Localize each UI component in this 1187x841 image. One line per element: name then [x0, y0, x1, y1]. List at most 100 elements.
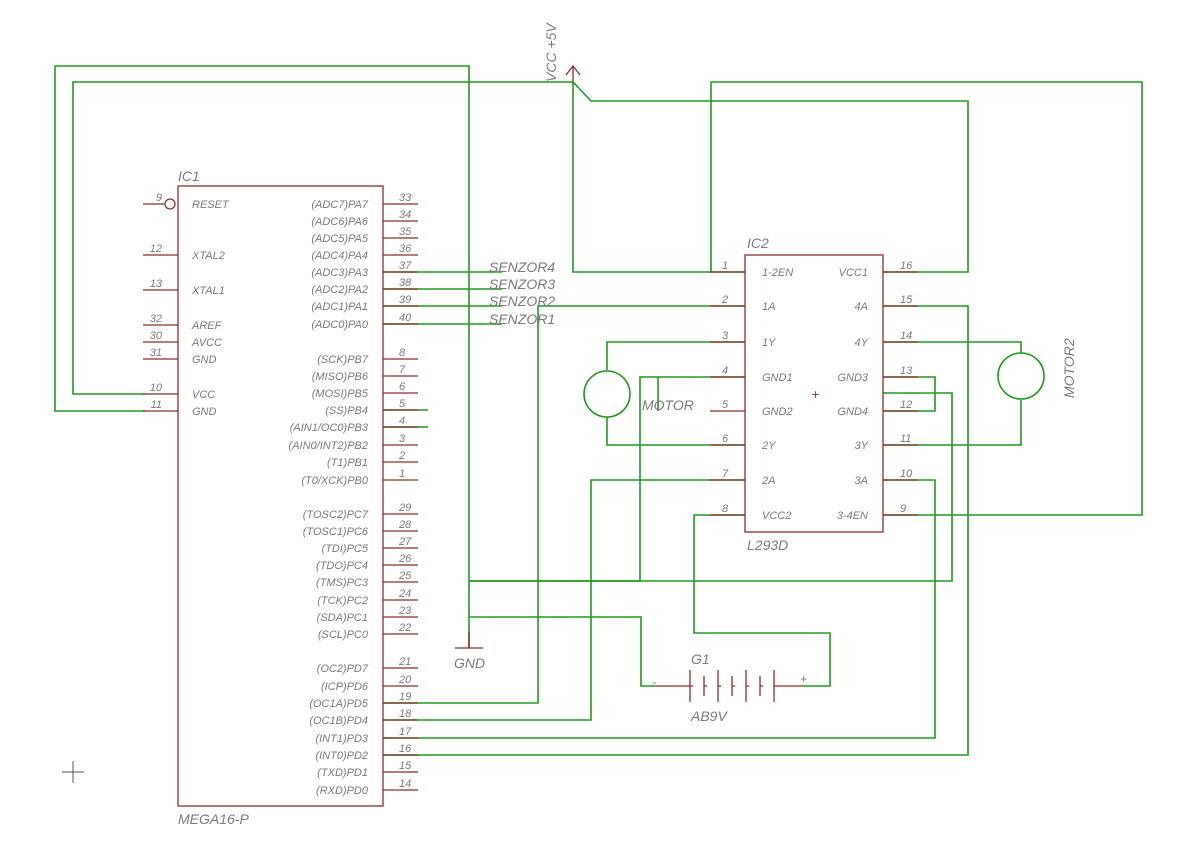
- ic1-pin-number: 13: [150, 278, 163, 290]
- ic1-pin-number: 4: [399, 415, 405, 427]
- ic2-value: L293D: [747, 537, 788, 553]
- battery-g1: G1 AB9V - +: [652, 651, 807, 724]
- ic1-pin-label: (TOSC1)PC6: [303, 526, 369, 538]
- ic1-pin-number: 18: [399, 708, 412, 720]
- ic1-pin-number: 35: [399, 226, 412, 238]
- ic1-name: IC1: [178, 168, 200, 184]
- ic1-pin-label: AVCC: [191, 337, 222, 349]
- ic1-pin-label: (MISO)PB6: [312, 371, 369, 383]
- motor1-symbol: [583, 370, 631, 418]
- ic1-pin-number: 14: [399, 778, 411, 790]
- sensor-labels: SENZOR4 SENZOR3 SENZOR2 SENZOR1: [489, 259, 555, 327]
- ic1-pin-number: 17: [399, 726, 412, 738]
- ic1-pin-number: 6: [399, 381, 406, 393]
- ic1-pin-number: 25: [398, 570, 412, 582]
- ic1-pin-label: (TDI)PC5: [322, 543, 369, 555]
- ic1-pin-number: 33: [399, 192, 412, 204]
- ic1-pin-number: 19: [399, 691, 411, 703]
- ic2-pin-number: 5: [722, 399, 729, 411]
- wire-vcc-to-l293d-en12: [572, 82, 745, 273]
- ic2-pin-label: 3A: [855, 475, 868, 487]
- ic1-pin-label: (TXD)PD1: [317, 767, 368, 779]
- ic2-pin-number: 10: [900, 468, 913, 480]
- ic1-pin-number: 27: [398, 536, 412, 548]
- ic1-pin-label: (ICP)PD6: [321, 681, 369, 693]
- ic2-pin-label: VCC2: [762, 510, 791, 522]
- wire-3y-to-motor2: [883, 400, 1022, 446]
- ic2-pin-number: 7: [722, 468, 729, 480]
- ic2-pin-number: 8: [722, 503, 729, 515]
- ic2-pin-number: 12: [900, 399, 912, 411]
- ic2-pin-number: 9: [900, 503, 906, 515]
- ic1-pin-label: (TOSC2)PC7: [303, 509, 369, 521]
- ic2-pin-number: 6: [722, 433, 729, 445]
- reset-inversion-bubble: [164, 198, 176, 210]
- wire-pd5-to-1a: [383, 305, 745, 704]
- ic1-pin-label: (AIN1/OC0)PB3: [290, 422, 369, 434]
- ic1-pin-label: (ADC2)PA2: [311, 284, 368, 296]
- gnd-symbol: GND: [454, 632, 485, 671]
- ic1-pin-number: 39: [399, 294, 411, 306]
- ic1-pin-label: (INT1)PD3: [315, 733, 368, 745]
- ic2-pin-label: GND2: [762, 406, 793, 418]
- ic1-pin-label: (SS)PB4: [325, 405, 368, 417]
- wire-vcc-to-ic1-vcc: [72, 81, 573, 395]
- ic1-pin-number: 21: [398, 656, 411, 668]
- ic1-pin-label: (ADC7)PA7: [311, 199, 369, 211]
- ic2-pin-label: 2Y: [761, 440, 776, 452]
- ic1-pin-number: 30: [150, 330, 163, 342]
- wire-battery-plus-to-vcc2: [693, 514, 831, 687]
- ic2-pin-number: 14: [900, 330, 912, 342]
- ic2-pin-label: 2A: [761, 475, 775, 487]
- ic2-pin-label: 3-4EN: [837, 510, 868, 522]
- ic1-pin-number: 40: [399, 312, 412, 324]
- ic1-pin-label: (RXD)PD0: [316, 785, 369, 797]
- wires: [54, 65, 1143, 756]
- ic1-pin-label: (ADC5)PA5: [311, 233, 369, 245]
- ic2-name: IC2: [747, 235, 769, 251]
- ic1-pin-label: (ADC1)PA1: [311, 301, 368, 313]
- ic1-pin-number: 24: [398, 588, 411, 600]
- ic2-pin-number: 15: [900, 294, 913, 306]
- ic2-pin-number: 3: [722, 330, 729, 342]
- wire-4y-to-motor2: [883, 341, 1022, 353]
- ic1-pin-label: (OC1A)PD5: [309, 698, 369, 710]
- ic1-pin-number: 15: [399, 760, 412, 772]
- senzor3-label: SENZOR3: [489, 276, 555, 292]
- ic1-pin-label: (OC2)PD7: [317, 663, 369, 675]
- vcc-label: VCC +5V: [543, 22, 559, 82]
- wire-2y-to-motor1: [606, 417, 745, 446]
- ic1-pin-number: 3: [399, 433, 406, 445]
- vcc-supply-symbol: VCC +5V: [543, 22, 581, 82]
- ic1-pin-number: 10: [150, 382, 163, 394]
- ic1-pin-label: (MOSI)PB5: [312, 388, 369, 400]
- origin-crosshair: [62, 761, 84, 783]
- battery-name: G1: [691, 651, 710, 667]
- ic2-pin-label: GND4: [837, 406, 868, 418]
- ic1-body: [177, 185, 384, 807]
- ic2-pin-label: 1-2EN: [762, 267, 793, 279]
- motor2-label: MOTOR2: [1061, 338, 1077, 398]
- motor2-symbol: [997, 352, 1045, 400]
- wire-gnd-to-l293d-grounds: [469, 376, 745, 582]
- wire-gnd-to-ic1-gnd: [54, 65, 470, 648]
- wire-vcc-to-l293d-vcc1: [572, 81, 969, 273]
- ic1-pin-label: (ADC6)PA6: [311, 216, 369, 228]
- ic1-pin-label: (ADC4)PA4: [311, 250, 368, 262]
- ic1-pin-number: 36: [399, 243, 412, 255]
- ic1-pin-label: XTAL2: [191, 250, 225, 262]
- ic1-pin-label: (ADC3)PA3: [311, 267, 369, 279]
- ic1-pin-number: 31: [150, 347, 162, 359]
- ic1-pin-label: (T0/XCK)PB0: [301, 475, 369, 487]
- ic1-left-pins: 9RESET12XTAL213XTAL132AREF30AVCC31GND10V…: [143, 192, 230, 418]
- ic2-pin-number: 13: [900, 365, 913, 377]
- ic2-pin-label: GND3: [837, 372, 868, 384]
- ic2-pin-number: 16: [900, 260, 913, 272]
- ic2-body: [744, 254, 884, 533]
- ic1-pin-number: 37: [399, 260, 412, 272]
- ic2-l293d: IC2 L293D + 11-2EN21A31Y4GND15GND262Y72A…: [710, 235, 918, 553]
- ic2-pin-number: 2: [721, 294, 728, 306]
- ic1-mega16: IC1 MEGA16-P 9RESET12XTAL213XTAL132AREF3…: [143, 168, 418, 827]
- ic1-pin-label: GND: [192, 354, 217, 366]
